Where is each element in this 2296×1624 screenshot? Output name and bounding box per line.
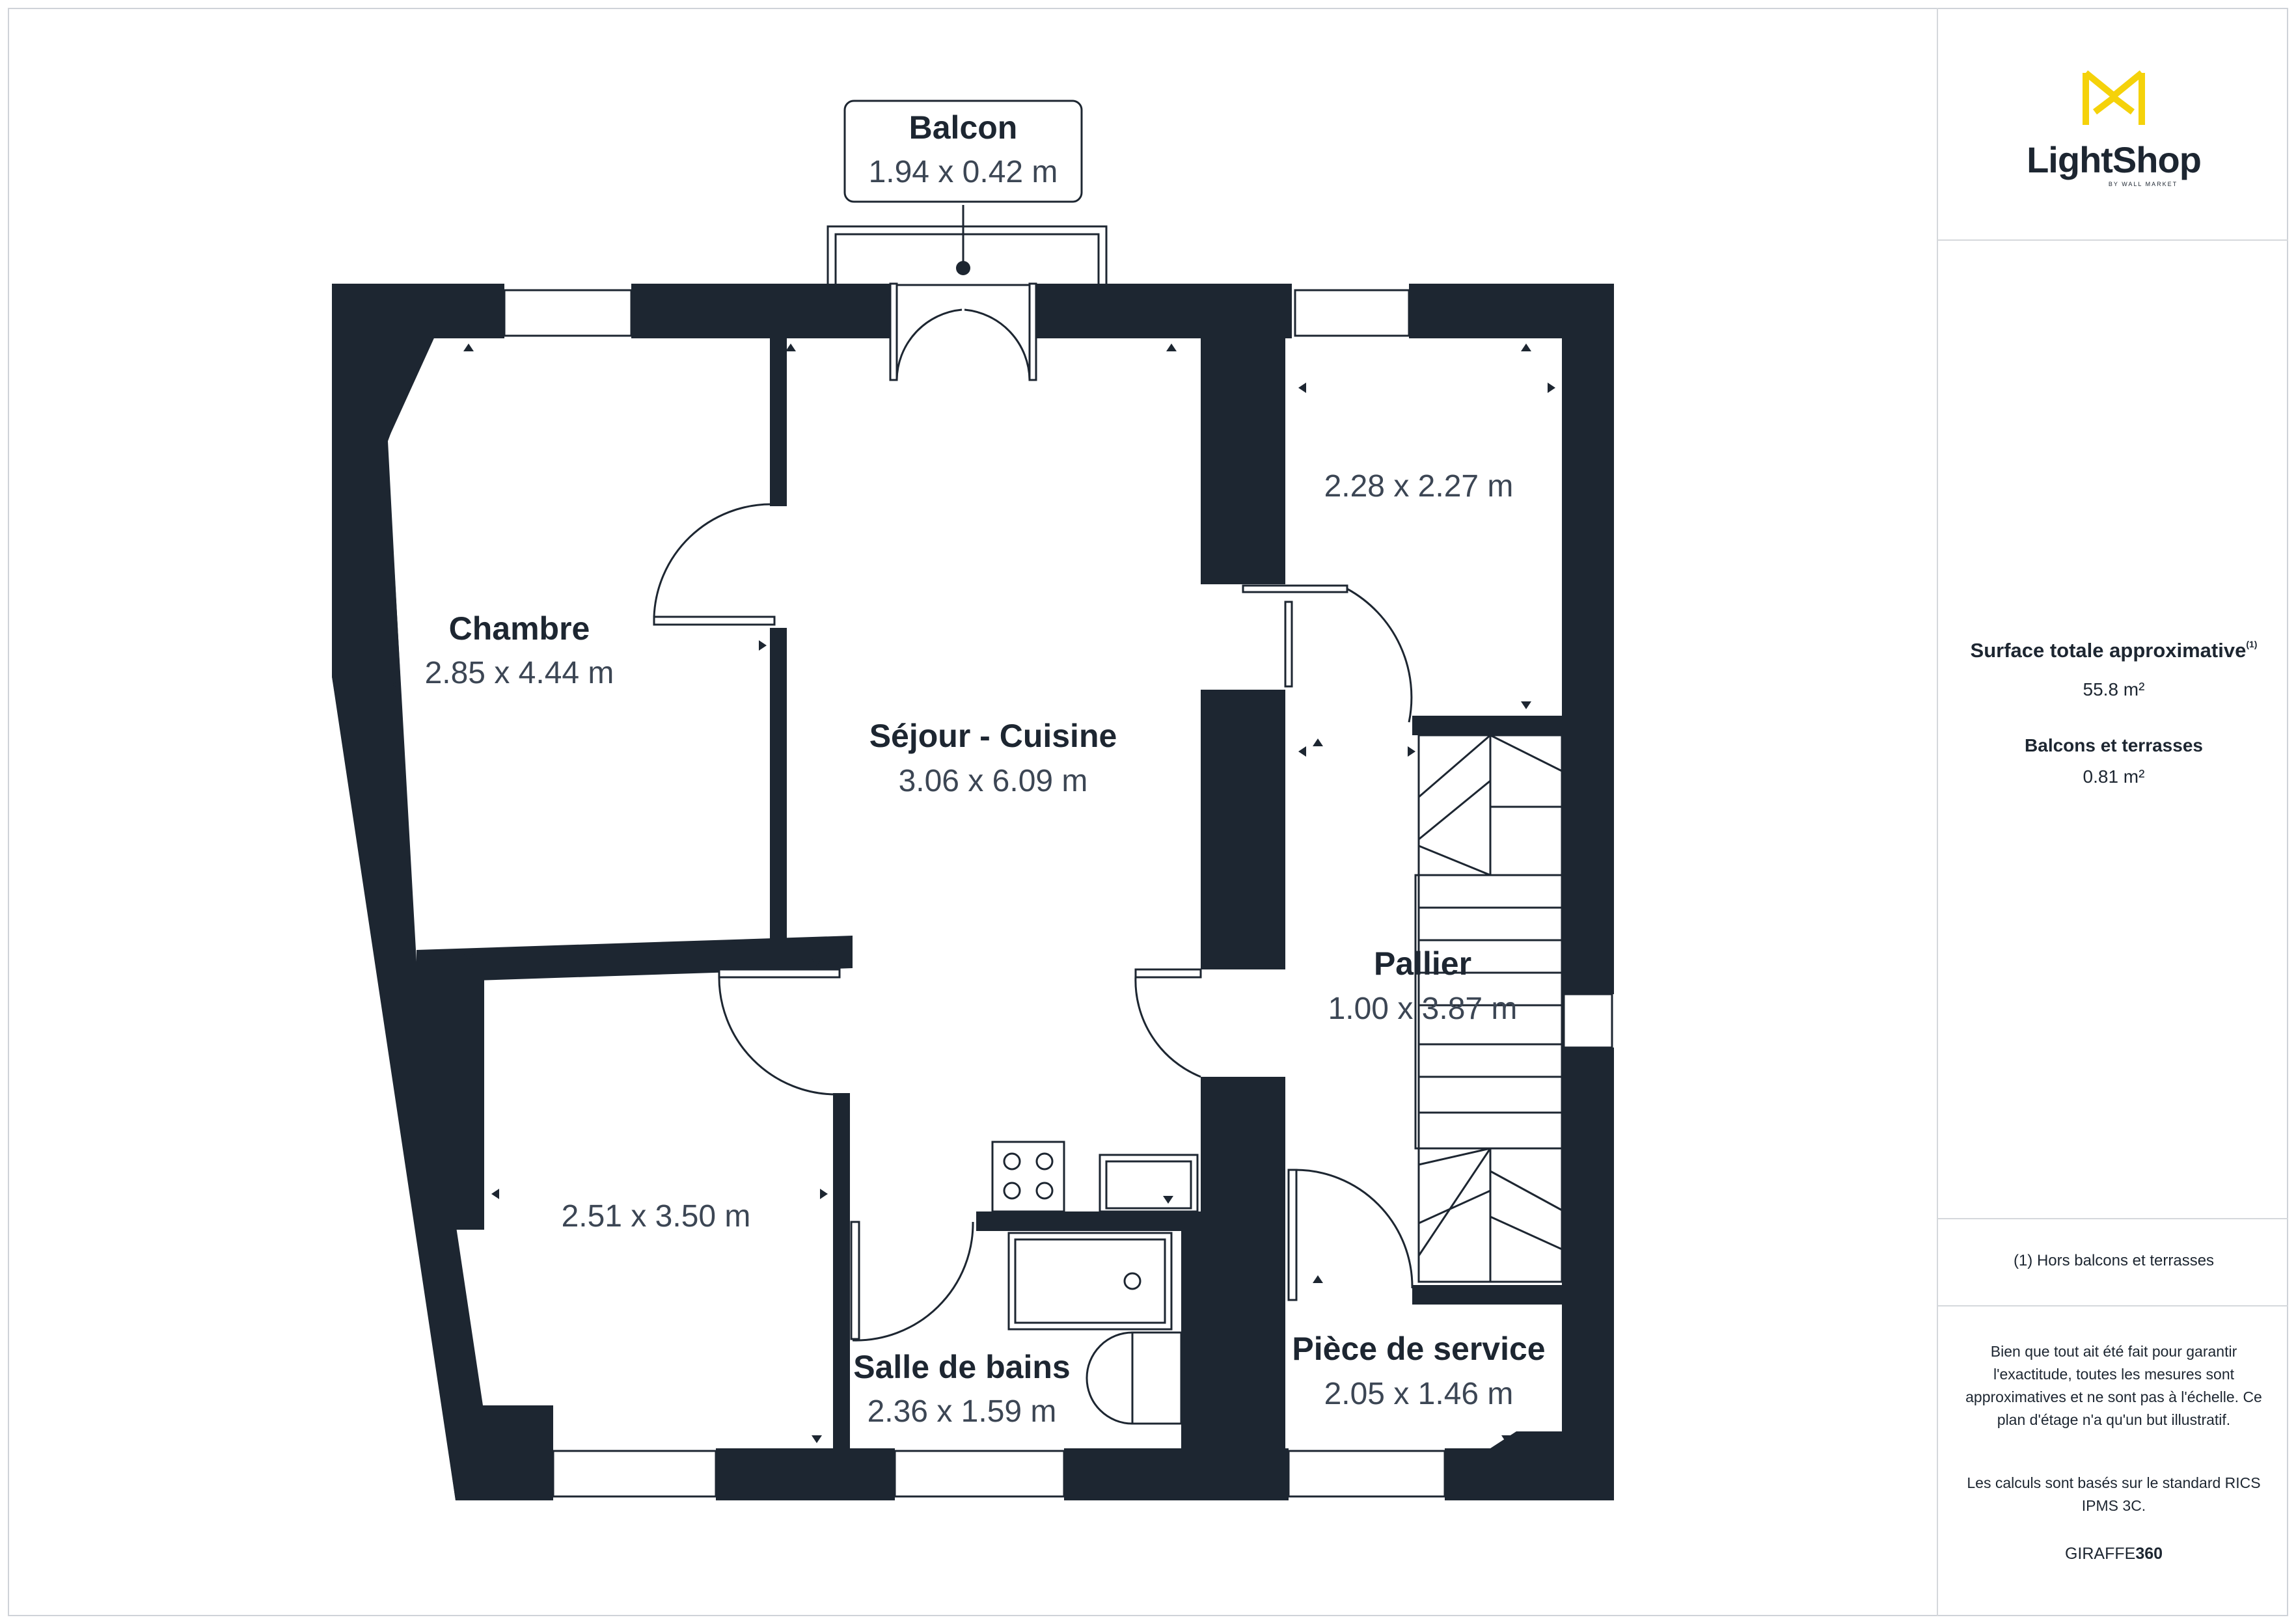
balcony-label-box: [843, 100, 1083, 203]
top-right-room-dims: 2.28 x 2.27 m: [1324, 469, 1514, 504]
balcony-dims: 1.94 x 0.42 m: [869, 155, 1058, 189]
brand-logo: LightShop BY WALL MARKET: [1938, 66, 2289, 187]
palier-dims: 1.00 x 3.87 m: [1328, 992, 1518, 1026]
sejour-name: Séjour - Cuisine: [869, 718, 1117, 754]
walls: [332, 284, 1614, 1500]
surface-title-text: Surface totale approximative: [1970, 639, 2247, 662]
balcony-door: [889, 282, 1037, 381]
chambre-dims: 2.85 x 4.44 m: [425, 656, 614, 690]
giraffe360-logo: GIRAFFE360: [1938, 1545, 2289, 1563]
lightshop-logo-icon: [2083, 70, 2145, 125]
piece-service-dims: 2.05 x 1.46 m: [1324, 1377, 1514, 1411]
salle-de-bains-name: Salle de bains: [853, 1349, 1070, 1385]
staircase: [1414, 734, 1563, 1283]
palier-name: Pallier: [1374, 945, 1471, 982]
panel-divider: [1938, 239, 2288, 241]
panel-divider: [1938, 1305, 2288, 1306]
info-panel: LightShop BY WALL MARKET Surface totale …: [1937, 8, 2288, 1616]
giraffe-text: GIRAFFE: [2064, 1545, 2136, 1563]
page-frame: [8, 8, 2288, 1616]
balcony-marker: [956, 261, 970, 275]
disclaimer-text: Bien que tout ait été fait pour garantir…: [1965, 1343, 2262, 1428]
balcony-name: Balcon: [909, 109, 1018, 146]
piece-service-name: Pièce de service: [1292, 1331, 1545, 1367]
bottom-left-room-dims: 2.51 x 3.50 m: [562, 1199, 751, 1234]
brand-subtitle: BY WALL MARKET: [2108, 181, 2178, 187]
dimension-ticks: [392, 344, 1555, 1443]
balcony-total-title: Balcons et terrasses: [2025, 735, 2203, 755]
footnote: (1) Hors balcons et terrasses: [2013, 1252, 2215, 1269]
standard-text: Les calculs sont basés sur le standard R…: [1967, 1474, 2261, 1514]
panel-divider: [1938, 1218, 2288, 1219]
windows: [503, 289, 1613, 1498]
chambre-name: Chambre: [449, 610, 590, 647]
surface-value: 55.8 m²: [2083, 679, 2145, 699]
floor-plan: Balcon 1.94 x 0.42 m Chambre 2.85 x 4.44…: [332, 100, 1614, 1500]
surface-ref: (1): [2246, 639, 2258, 649]
balcony-total-value: 0.81 m²: [2083, 766, 2145, 787]
surface-title: Surface totale approximative(1): [1938, 639, 2289, 662]
doors: [653, 503, 1414, 1342]
balcony-outline: [827, 225, 1108, 286]
salle-de-bains-dims: 2.36 x 1.59 m: [868, 1394, 1057, 1429]
fixtures: [991, 1141, 1199, 1425]
sejour-dims: 3.06 x 6.09 m: [899, 764, 1088, 798]
giraffe-360-text: 360: [2135, 1545, 2163, 1563]
brand-name: LightShop: [2027, 139, 2202, 180]
